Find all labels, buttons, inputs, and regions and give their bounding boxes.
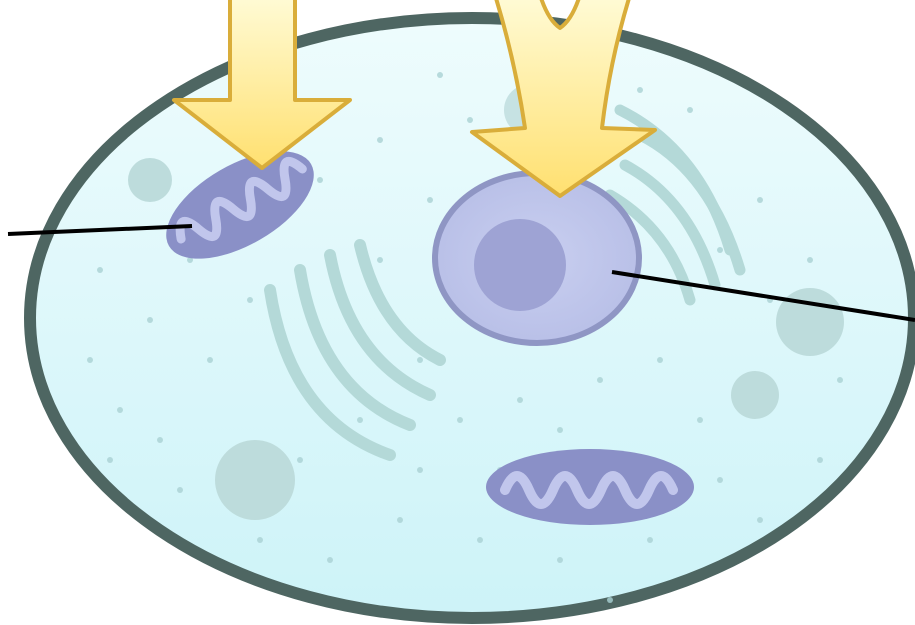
mitochondrion-bottom xyxy=(486,449,694,525)
vesicle xyxy=(128,158,172,202)
nucleus xyxy=(435,173,639,343)
vesicle xyxy=(215,440,295,520)
vesicle xyxy=(731,371,779,419)
nucleolus xyxy=(474,219,566,311)
